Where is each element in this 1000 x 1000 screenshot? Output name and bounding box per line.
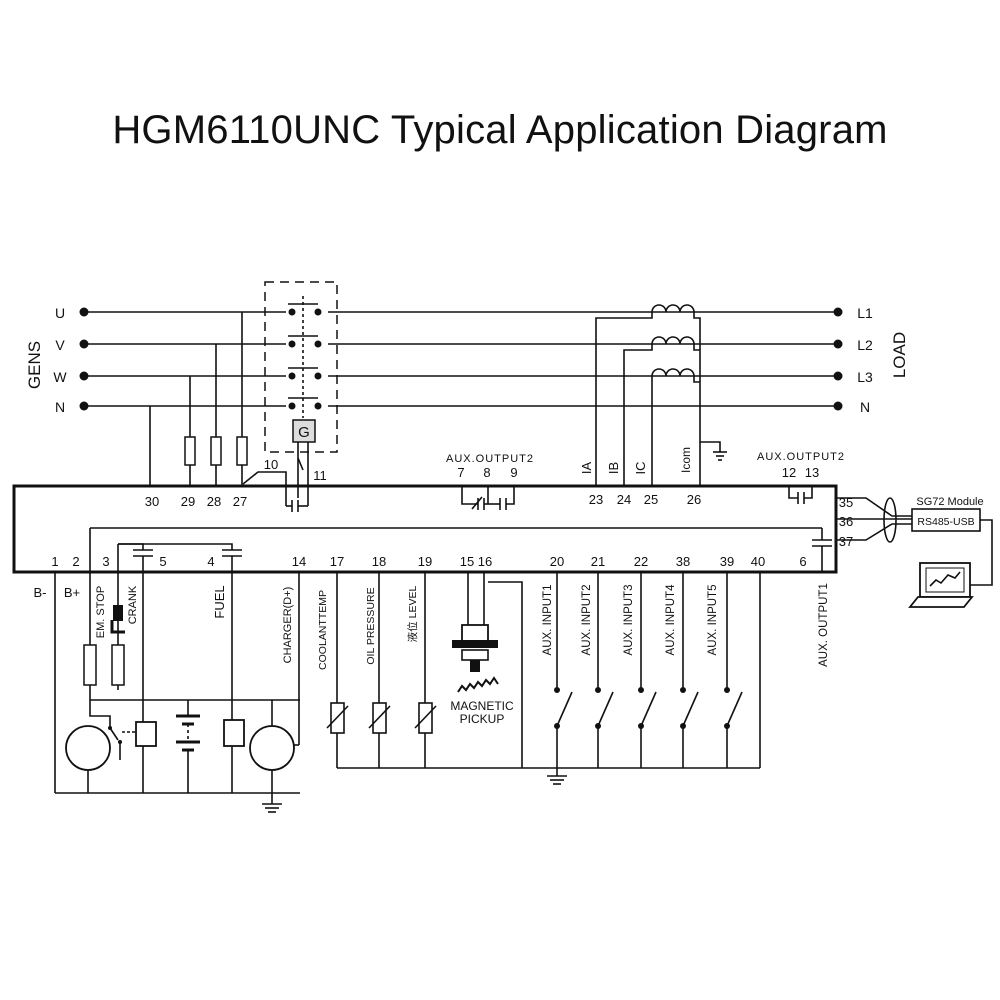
terminal-3-label: 3 xyxy=(102,554,109,569)
terminal-38-label: 38 xyxy=(676,554,690,569)
crank-label: CRANK xyxy=(127,585,139,624)
charger-label: CHARGER(D+) xyxy=(282,587,294,664)
terminal-28-label: 28 xyxy=(207,494,221,509)
terminal-15-16-label: 15 16 xyxy=(460,554,493,569)
communication-link xyxy=(836,497,993,586)
aux-input4-label: AUX. INPUT4 xyxy=(665,584,677,656)
terminal-2-label: 2 xyxy=(72,554,79,569)
phase-label-u: U xyxy=(55,305,65,321)
terminal-12-label: 12 xyxy=(782,465,796,480)
voltage-sensing xyxy=(149,312,248,485)
terminal-39-label: 39 xyxy=(720,554,734,569)
phase-label-n: N xyxy=(55,399,65,415)
terminal-30-label: 30 xyxy=(145,494,159,509)
breaker-g-label: G xyxy=(298,424,310,441)
terminal-7-label: 7 xyxy=(457,465,464,480)
page-title: HGM6110UNC Typical Application Diagram xyxy=(112,108,888,152)
terminal-24-label: 24 xyxy=(617,492,631,507)
gens-label: GENS xyxy=(25,341,44,389)
aux-input3-label: AUX. INPUT3 xyxy=(623,585,635,656)
starter-motor-icon xyxy=(65,700,157,793)
terminal-1-label: 1 xyxy=(51,554,58,569)
terminal-25-label: 25 xyxy=(644,492,658,507)
ct-ia-label: IA xyxy=(579,462,594,475)
terminal-40-label: 40 xyxy=(751,554,765,569)
terminal-18-label: 18 xyxy=(372,554,386,569)
breaker-contactor: G xyxy=(242,281,338,500)
battery-icon xyxy=(176,700,200,793)
terminal-29-label: 29 xyxy=(181,494,195,509)
terminal-37-label: 37 xyxy=(839,534,853,549)
fuse-29 xyxy=(184,436,196,466)
ground-icon-left xyxy=(262,793,282,813)
terminal-36-label: 36 xyxy=(839,514,853,529)
aux-input5-label: AUX. INPUT5 xyxy=(707,585,719,656)
coolant-label: COOLANTTEMP xyxy=(317,590,329,670)
fuse-em-stop xyxy=(111,644,125,686)
aux-output2-contact-7-8-9 xyxy=(461,486,515,510)
fuse-b-plus xyxy=(83,644,97,686)
b-plus-label: B+ xyxy=(64,585,80,600)
pickup-label: PICKUP xyxy=(460,712,505,726)
level-label: 液位 LEVEL xyxy=(406,586,419,643)
oil-pressure-label: OIL PRESSURE xyxy=(365,587,377,664)
fuel-relay-icon xyxy=(223,719,245,747)
fuel-label: FUEL xyxy=(212,585,227,618)
aux-output2-label-a: AUX.OUTPUT2 xyxy=(446,453,534,465)
ct-icom-label: Icom xyxy=(679,447,693,473)
fuse-27 xyxy=(236,436,248,466)
load-label-l1: L1 xyxy=(857,305,873,321)
charger-alternator-icon xyxy=(249,700,299,793)
fuse-28 xyxy=(210,436,222,466)
sensors xyxy=(326,572,760,769)
phase-label-v: V xyxy=(55,337,65,353)
terminal-22-label: 22 xyxy=(634,554,648,569)
bus-lines xyxy=(79,307,843,411)
terminal-17-label: 17 xyxy=(330,554,344,569)
terminal-10-label: 10 xyxy=(264,457,278,472)
terminal-21-label: 21 xyxy=(591,554,605,569)
terminal-5-label: 5 xyxy=(159,554,166,569)
aux-input1-label: AUX. INPUT1 xyxy=(542,585,554,656)
em-stop-switch-icon xyxy=(110,605,125,634)
rs485-usb-label: RS485-USB xyxy=(917,516,974,528)
terminal-27-label: 27 xyxy=(233,494,247,509)
load-label-l2: L2 xyxy=(857,337,873,353)
b-minus-label: B- xyxy=(34,585,47,600)
aux-input-switches xyxy=(554,572,761,768)
output-10-11-contact xyxy=(285,498,309,512)
terminal-23-label: 23 xyxy=(589,492,603,507)
ct-ic-label: IC xyxy=(633,462,648,475)
aux-output1-label: AUX. OUTPUT1 xyxy=(818,583,830,667)
load-label-n: N xyxy=(860,399,870,415)
terminal-4-label: 4 xyxy=(207,554,214,569)
magnetic-label: MAGNETIC xyxy=(450,699,514,713)
aux-input2-label: AUX. INPUT2 xyxy=(581,585,593,656)
sg72-module-label: SG72 Module xyxy=(916,496,983,508)
crank-contact xyxy=(118,543,153,572)
load-label-l3: L3 xyxy=(857,369,873,385)
magnetic-pickup-icon xyxy=(452,572,523,768)
aux-output2-contact-12-13 xyxy=(788,486,813,504)
load-label: LOAD xyxy=(890,332,909,378)
aux-output1-contact xyxy=(90,527,832,572)
ground-icon-right xyxy=(547,768,567,785)
ct-ib-label: IB xyxy=(606,462,621,474)
terminal-14-label: 14 xyxy=(292,554,306,569)
terminal-19-label: 19 xyxy=(418,554,432,569)
terminal-9-label: 9 xyxy=(510,465,517,480)
laptop-icon xyxy=(908,562,974,608)
fuel-contact xyxy=(118,543,242,572)
terminal-8-label: 8 xyxy=(483,465,490,480)
terminal-20-label: 20 xyxy=(550,554,564,569)
phase-label-w: W xyxy=(53,369,67,385)
aux-output2-label-b: AUX.OUTPUT2 xyxy=(757,451,845,463)
terminal-11-label: 11 xyxy=(313,468,327,483)
current-transformers xyxy=(595,304,727,485)
em-stop-label: EM. STOP xyxy=(95,586,107,638)
terminal-13-label: 13 xyxy=(805,465,819,480)
terminal-26-label: 26 xyxy=(687,492,701,507)
terminal-6-label: 6 xyxy=(799,554,806,569)
